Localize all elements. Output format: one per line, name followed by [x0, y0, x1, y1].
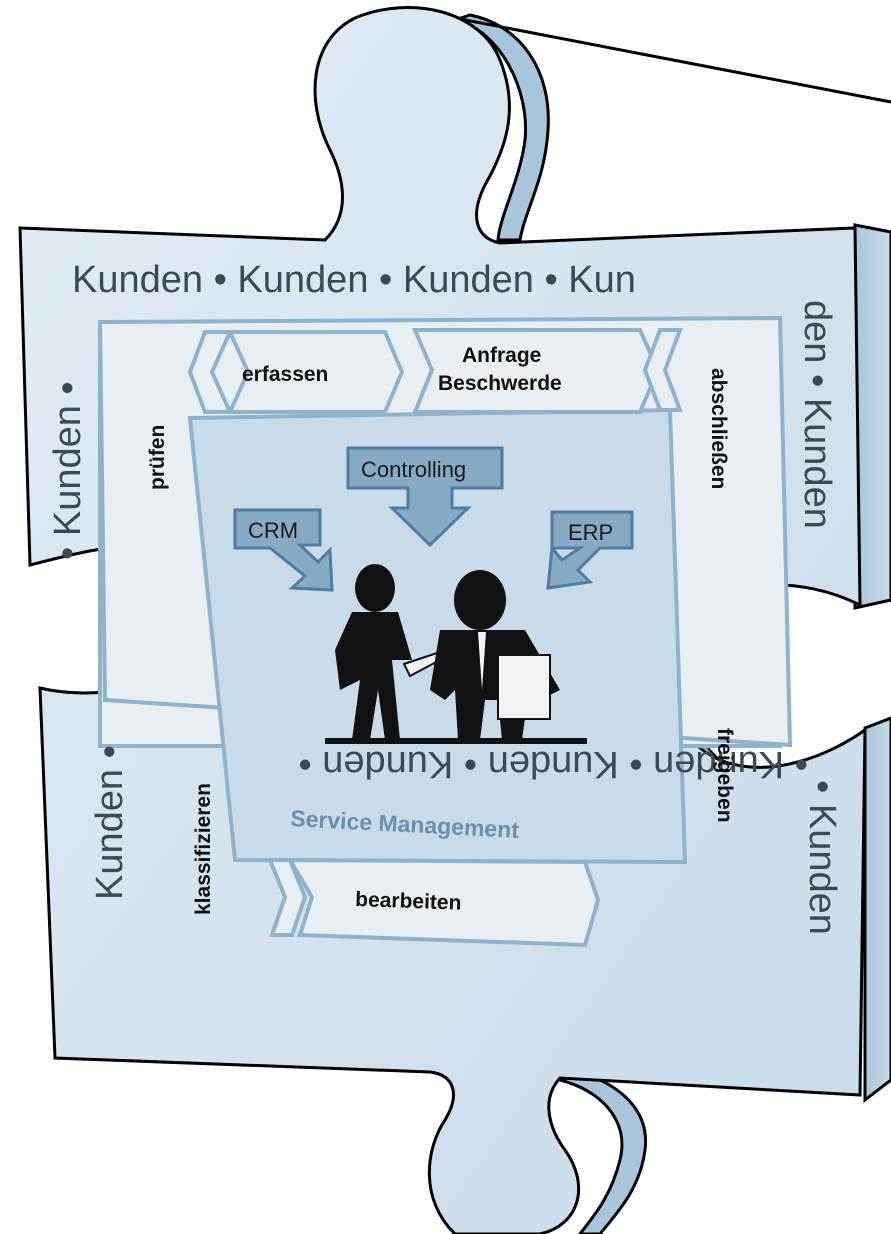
bottom-left-chevron	[267, 858, 308, 937]
ring-text-bottom: • Kunden • Kunden • Kunden •	[298, 743, 808, 785]
ring-text-left-lower: Kunden •	[89, 745, 131, 900]
system-erp: ERP	[568, 520, 613, 545]
controlling-arrow	[346, 446, 504, 548]
piece-right-lower-side	[863, 716, 891, 1104]
step-anfrage-line1: Anfrage	[462, 344, 541, 367]
erfassen-chevron	[226, 330, 405, 414]
ring-text-right: den • Kunden	[796, 300, 838, 529]
step-abschliessen: abschließen	[707, 368, 730, 489]
step-bearbeiten: bearbeiten	[355, 888, 462, 915]
ring-text-top: Kunden • Kunden • Kunden • Kun	[72, 259, 636, 301]
ring-text-right-lower: • Kunden	[801, 780, 843, 935]
step-anfrage-line2: Beschwerde	[438, 372, 562, 395]
ring-text-left: • Kunden •	[47, 381, 89, 560]
crm-arrow	[233, 508, 334, 592]
step-erfassen: erfassen	[242, 363, 328, 386]
top-tab-side	[449, 13, 550, 242]
bearbeiten-chevron	[286, 857, 601, 948]
erp-arrow	[546, 510, 634, 590]
system-crm: CRM	[248, 518, 298, 543]
bottom-tab-side	[555, 1070, 648, 1234]
top-edge-line	[454, 16, 891, 104]
top-right-chevron	[642, 328, 683, 412]
step-klassifizieren: klassifizieren	[192, 783, 215, 915]
anfrage-chevron	[411, 328, 661, 414]
system-controlling: Controlling	[361, 457, 466, 482]
step-freigeben: freigeben	[713, 728, 736, 823]
business-people-illustration	[325, 564, 587, 744]
step-pruefen: prüfen	[146, 425, 169, 490]
top-left-chevron	[187, 330, 234, 414]
